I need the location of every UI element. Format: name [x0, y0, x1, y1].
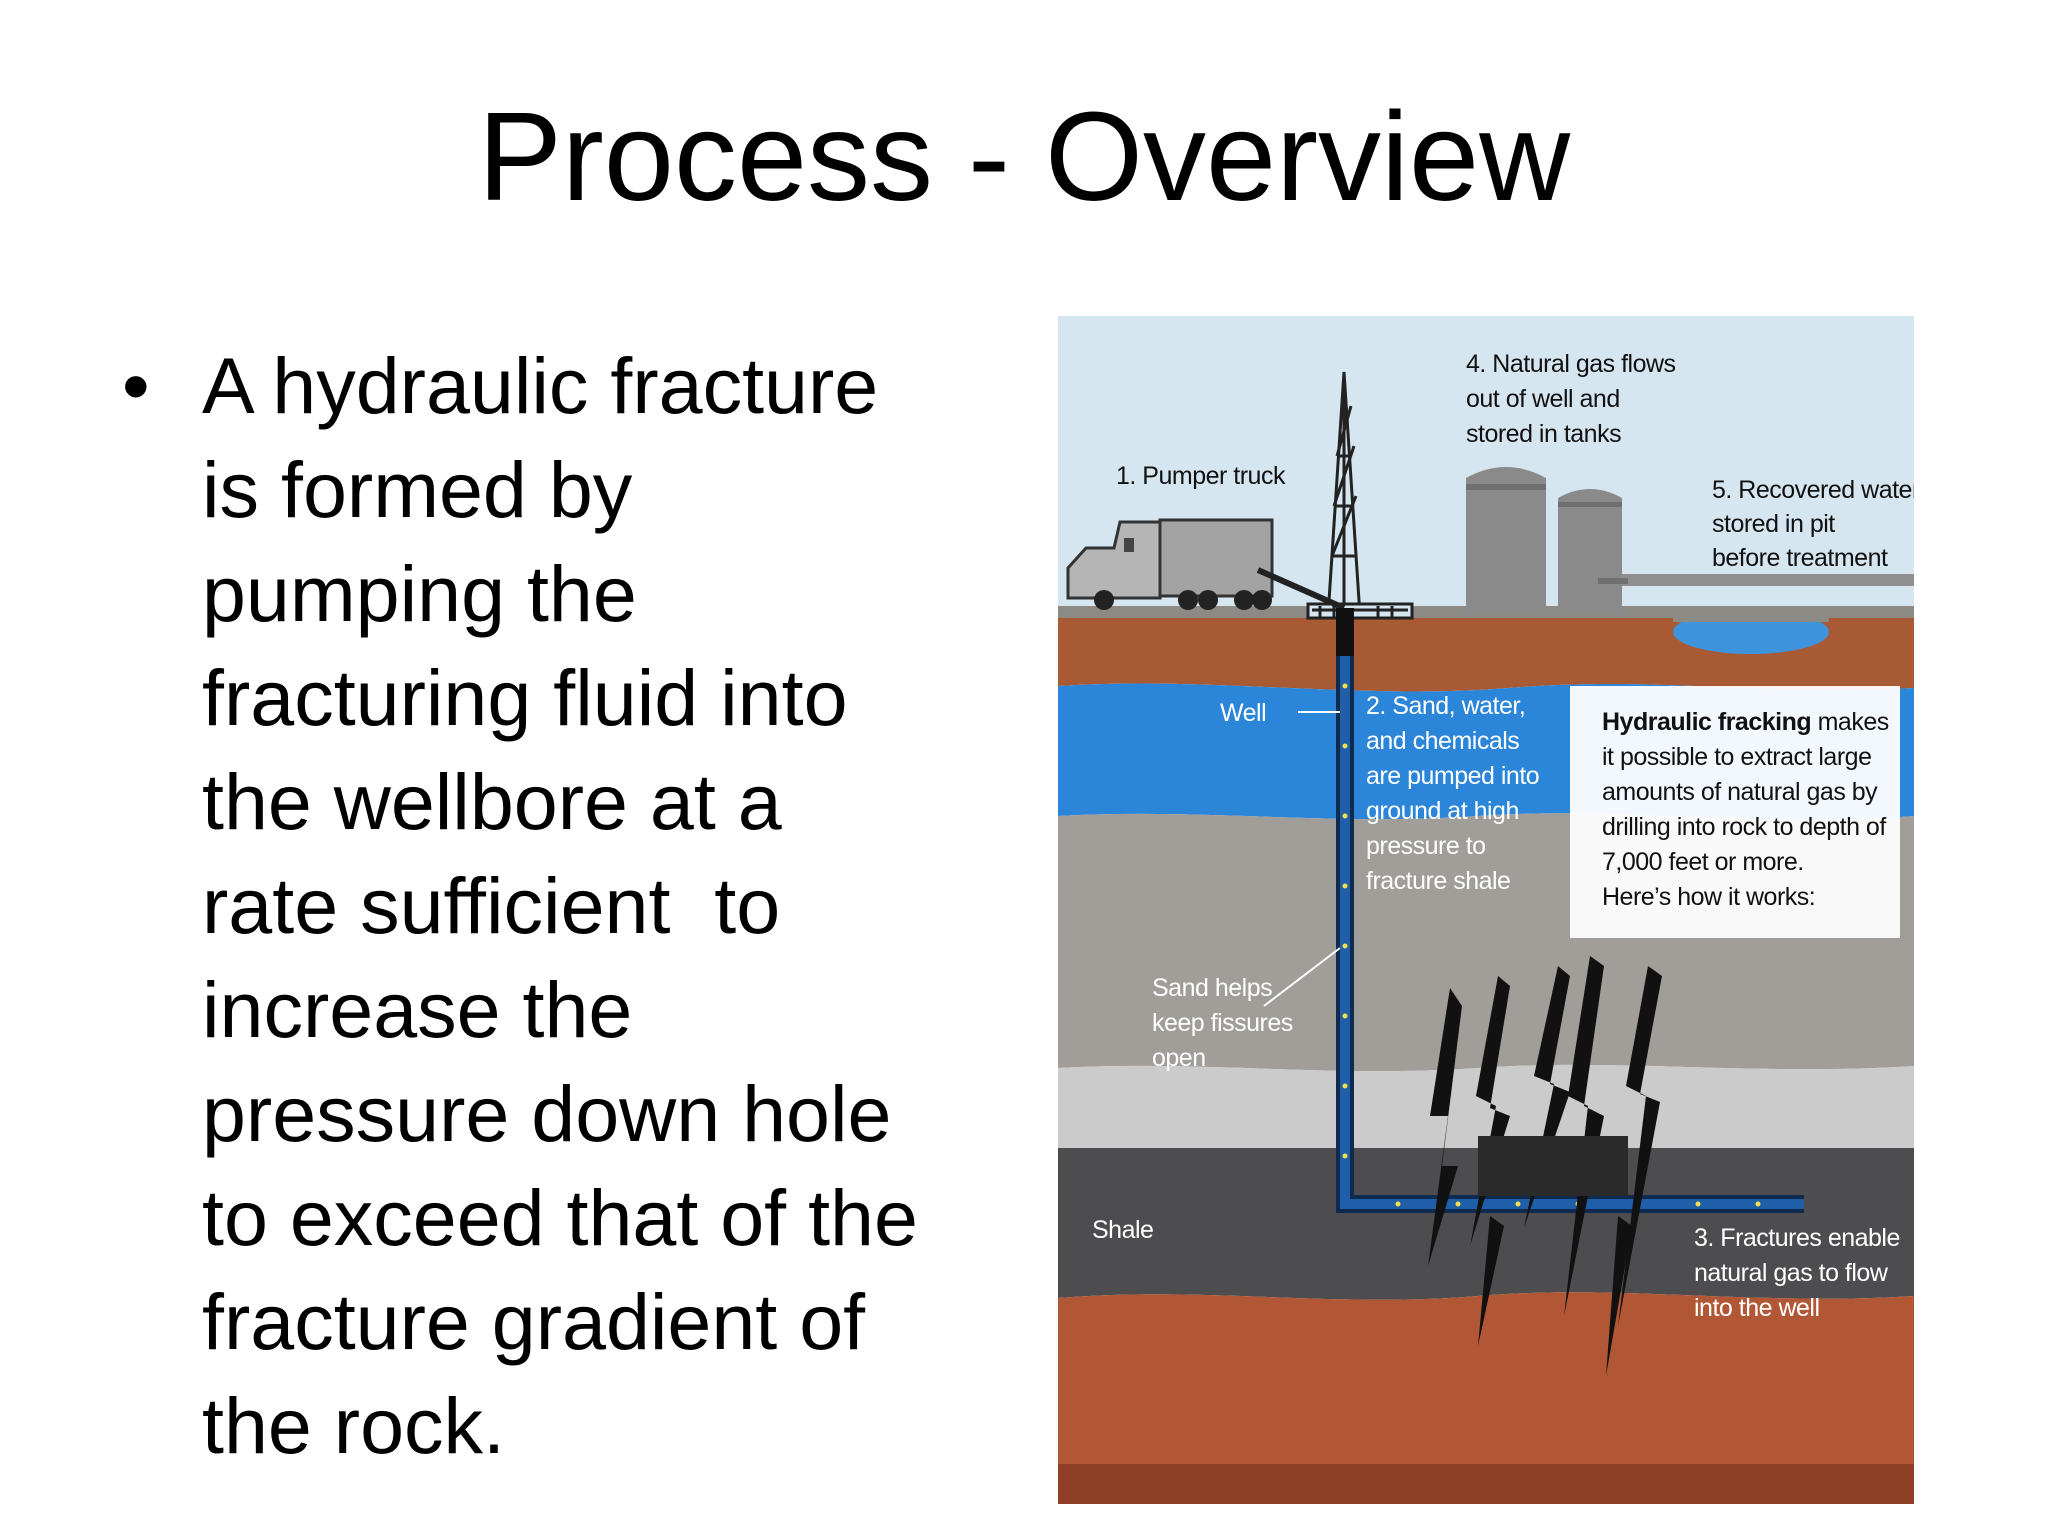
- bedrock-bottom-band: [1058, 1464, 1914, 1504]
- sand-helps-leader-line: [1263, 947, 1341, 1007]
- bullet-text: A hydraulic fracture is formed by pumpin…: [202, 334, 918, 1478]
- bullet-line: A hydraulic fracture: [202, 341, 879, 430]
- pumper-truck: [1066, 518, 1346, 611]
- recovered-water-label: before treatment: [1712, 544, 1888, 572]
- gas-flows-label: out of well and: [1466, 385, 1620, 413]
- info-box: [1570, 686, 1900, 938]
- gas-flows-label: 4. Natural gas flows: [1466, 350, 1676, 378]
- info-box-line: it possible to extract large: [1602, 743, 1871, 771]
- drilling-rig: [1306, 371, 1414, 620]
- storage-tanks: [1466, 467, 1914, 614]
- info-box-text: Hydraulic fracking makes: [1602, 708, 1889, 736]
- well-label: Well: [1220, 699, 1266, 727]
- info-box-line: amounts of natural gas by: [1602, 778, 1878, 806]
- recovered-water-label: 5. Recovered water: [1712, 476, 1914, 504]
- bullet-line: pumping the: [202, 549, 637, 638]
- fractures: [1428, 956, 1662, 1376]
- bullet-line: the wellbore at a: [202, 757, 782, 846]
- bullet-line: is formed by: [202, 445, 633, 534]
- sand-water-label: pressure to: [1366, 832, 1486, 860]
- bullet-line: increase the: [202, 965, 633, 1054]
- bullet-line: fracturing fluid into: [202, 653, 848, 742]
- well-head: [1336, 608, 1354, 658]
- fracking-diagram: Hydraulic fracking makes it possible to …: [1058, 316, 1914, 1504]
- bullet-line: rate sufficient to: [202, 861, 781, 950]
- info-box-line: 7,000 feet or more.: [1602, 848, 1804, 876]
- gas-flows-label: stored in tanks: [1466, 420, 1621, 448]
- sand-helps-label: open: [1152, 1044, 1206, 1072]
- sand-water-label: and chemicals: [1366, 727, 1519, 755]
- pit-rim: [1673, 608, 1829, 622]
- sand-water-label: 2. Sand, water,: [1366, 692, 1525, 720]
- info-box-line: Here’s how it works:: [1602, 883, 1815, 911]
- fractures-enable-label: natural gas to flow: [1694, 1259, 1889, 1287]
- well-pipe-inner: [1340, 656, 1804, 1209]
- bullet-line: fracture gradient of: [202, 1277, 866, 1366]
- shale-label: Shale: [1092, 1216, 1153, 1244]
- shale-layer: [1058, 1148, 1914, 1300]
- fractures-enable-label: 3. Fractures enable: [1694, 1224, 1900, 1252]
- bullet-marker: •: [122, 341, 150, 430]
- bullet-line: the rock.: [202, 1381, 505, 1470]
- sand-water-label: ground at high: [1366, 797, 1519, 825]
- bedrock-layer: [1058, 1292, 1914, 1504]
- sand-water-label: fracture shale: [1366, 867, 1510, 895]
- sand-helps-label: keep fissures: [1152, 1009, 1293, 1037]
- sand-helps-label: Sand helps: [1152, 974, 1272, 1002]
- fractures-enable-label: into the well: [1694, 1294, 1820, 1322]
- sand-water-label: are pumped into: [1366, 762, 1539, 790]
- recovered-water-label: stored in pit: [1712, 510, 1835, 538]
- pumper-truck-label: 1. Pumper truck: [1116, 462, 1286, 490]
- bullet-line: to exceed that of the: [202, 1173, 918, 1262]
- slide-title: Process - Overview: [477, 86, 1571, 227]
- light-rock-layer: [1058, 1064, 1914, 1148]
- info-box-line: drilling into rock to depth of: [1602, 813, 1886, 841]
- bullet-line: pressure down hole: [202, 1069, 892, 1158]
